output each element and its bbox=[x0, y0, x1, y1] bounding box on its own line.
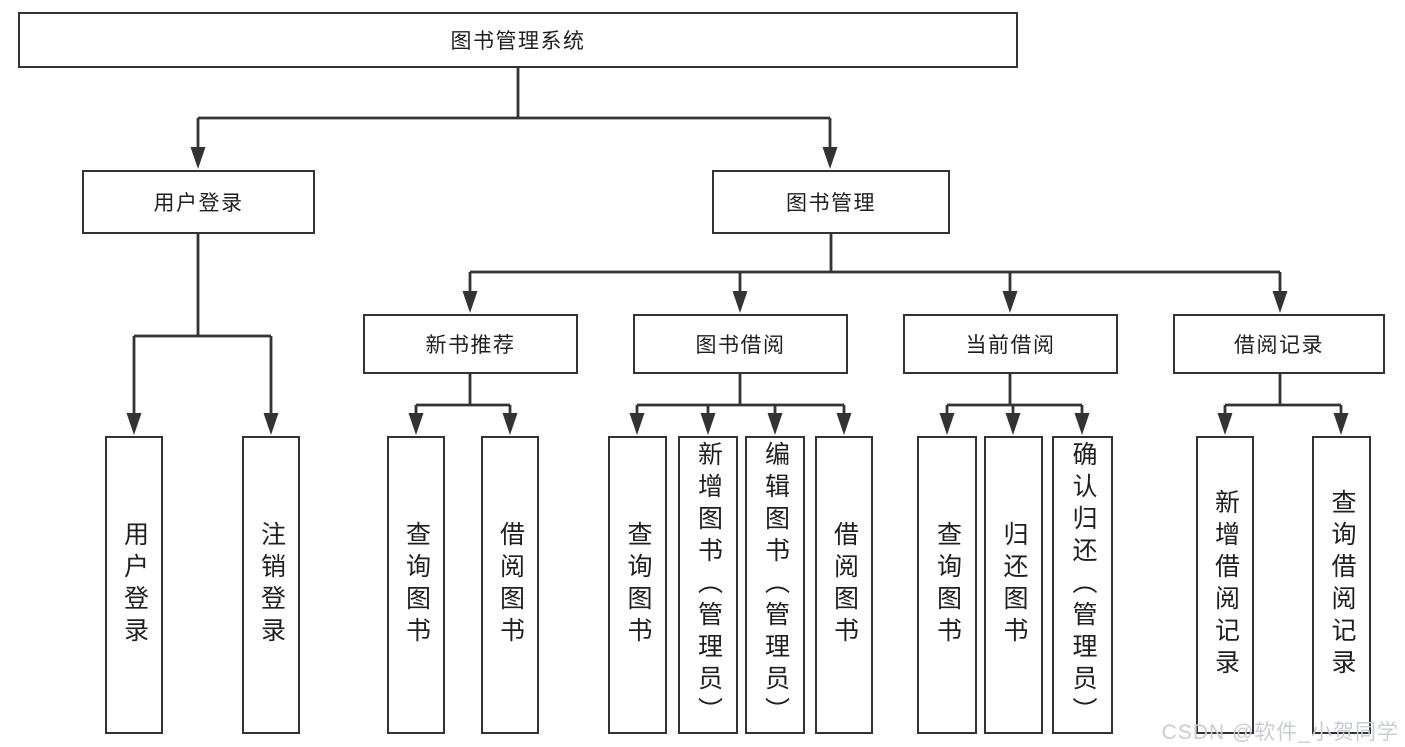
node-leaf-add-books-admin: 新增图书（管理员） bbox=[678, 436, 738, 734]
node-book-management: 图书管理 bbox=[712, 170, 950, 234]
node-leaf-query-borrow-record: 查询借阅记录 bbox=[1312, 436, 1371, 734]
node-leaf-add-borrow-record: 新增借阅记录 bbox=[1196, 436, 1254, 734]
node-leaf-edit-books-admin: 编辑图书（管理员） bbox=[745, 436, 805, 734]
csdn-watermark: CSDN @软件_小贺同学 bbox=[1161, 721, 1399, 744]
node-leaf-query-books-2: 查询图书 bbox=[608, 436, 667, 734]
node-leaf-logout: 注销登录 bbox=[242, 436, 300, 734]
node-book-borrow: 图书借阅 bbox=[633, 314, 848, 374]
node-current-borrow: 当前借阅 bbox=[903, 314, 1118, 374]
node-leaf-user-login: 用户登录 bbox=[105, 436, 163, 734]
node-new-book-recommend: 新书推荐 bbox=[363, 314, 578, 374]
node-library-system: 图书管理系统 bbox=[18, 12, 1018, 68]
node-leaf-borrow-books-2: 借阅图书 bbox=[815, 436, 873, 734]
node-leaf-confirm-return-admin: 确认归还（管理员） bbox=[1052, 436, 1113, 734]
node-leaf-query-books-3: 查询图书 bbox=[917, 436, 977, 734]
node-leaf-return-books: 归还图书 bbox=[984, 436, 1043, 734]
node-leaf-query-books-1: 查询图书 bbox=[387, 436, 445, 734]
node-leaf-borrow-books-1: 借阅图书 bbox=[481, 436, 539, 734]
node-borrow-record: 借阅记录 bbox=[1173, 314, 1385, 374]
node-user-login: 用户登录 bbox=[82, 170, 315, 234]
